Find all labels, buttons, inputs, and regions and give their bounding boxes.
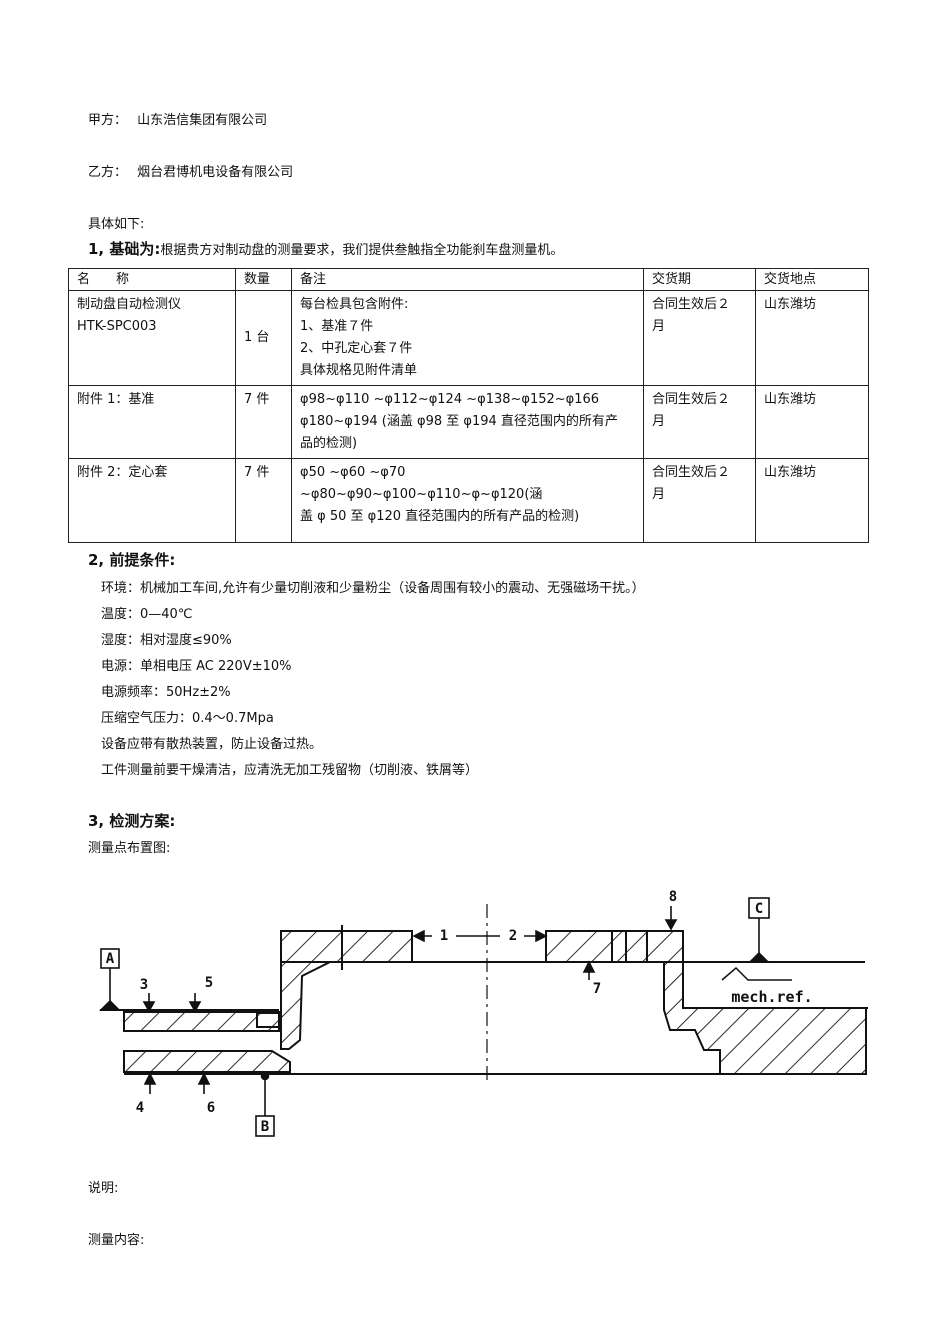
point-7-label: 7: [593, 981, 601, 997]
point-5-label: 5: [205, 975, 213, 991]
datum-c-label: C: [755, 901, 763, 917]
point-2-label: 2: [509, 928, 517, 944]
party-a: 甲方： 山东浩信集团有限公司: [88, 109, 267, 128]
table-row: 制动盘自动检测仪 HTK-SPC003 1 台 每台检具包含附件: 1、基准７件…: [68, 290, 869, 386]
header-delivery: 交货期: [643, 268, 756, 291]
cell-place: 山东潍坊: [755, 385, 869, 459]
part-outline: [100, 925, 868, 1075]
datum-b-label: B: [261, 1119, 269, 1135]
cell-name: 制动盘自动检测仪 HTK-SPC003: [68, 290, 236, 386]
content-label: 测量内容:: [88, 1233, 145, 1248]
mech-ref-label: mech.ref.: [731, 988, 812, 1006]
section2-title: 2, 前提条件:: [88, 551, 176, 569]
note-label: 说明:: [88, 1181, 119, 1196]
cell-name: 附件 1：基准: [68, 385, 236, 459]
party-b-name: 烟台君博机电设备有限公司: [137, 165, 294, 180]
datum-c-box: [748, 897, 770, 919]
condition-item: 环境：机械加工车间,允许有少量切削液和少量粉尘（设备周围有较小的震动、无强磁场干…: [101, 581, 645, 596]
section-hatching: [123, 930, 867, 1075]
point-4-label: 4: [136, 1100, 144, 1116]
intro-text: 具体如下:: [88, 217, 145, 232]
party-a-label: 甲方：: [88, 113, 128, 128]
header-note: 备注: [291, 268, 644, 291]
cell-delivery: 合同生效后２ 月: [643, 385, 756, 459]
datum-a-box: [100, 948, 120, 969]
cell-delivery: 合同生效后２ 月: [643, 290, 756, 386]
mech-ref-line: [721, 966, 792, 981]
dimension-arrow: [412, 929, 548, 943]
datum-leaders: [99, 918, 770, 1116]
condition-item: 电源：单相电压 AC 220V±10%: [101, 659, 292, 674]
party-b: 乙方： 烟台君博机电设备有限公司: [88, 161, 293, 180]
condition-item: 温度：0—40℃: [101, 607, 193, 622]
point-3-label: 3: [140, 977, 148, 993]
header-place: 交货地点: [755, 268, 869, 291]
section1-heading: 1, 基础为:根据贵方对制动盘的测量要求，我们提供叁触指全功能刹车盘测量机。: [88, 238, 563, 259]
point-1-label: 1: [440, 928, 448, 944]
section1-title: 1, 基础为:: [88, 240, 161, 258]
cell-note: 每台检具包含附件: 1、基准７件 2、中孔定心套７件 具体规格见附件清单: [291, 290, 644, 386]
condition-item: 电源频率：50Hz±2%: [101, 685, 231, 700]
cell-qty: 7 件: [235, 385, 292, 459]
cell-note: φ50 ~φ60 ~φ70 ~φ80~φ90~φ100~φ110~φ~φ120(…: [291, 458, 644, 543]
cell-note: φ98~φ110 ~φ112~φ124 ~φ138~φ152~φ166 φ180…: [291, 385, 644, 459]
section3-title: 3, 检测方案:: [88, 812, 176, 830]
condition-item: 湿度：相对湿度≤90%: [101, 633, 232, 648]
party-b-label: 乙方：: [88, 165, 128, 180]
point-arrows: [142, 906, 678, 1094]
cell-place: 山东潍坊: [755, 458, 869, 543]
cell-qty: 7 件: [235, 458, 292, 543]
condition-item: 工件测量前要干燥清洁，应清洗无加工残留物（切削液、铁屑等）: [101, 763, 479, 778]
condition-item: 设备应带有散热装置，防止设备过热。: [101, 737, 323, 752]
point-8-label: 8: [669, 889, 677, 905]
datum-b-box: [255, 1115, 275, 1137]
party-a-name: 山东浩信集团有限公司: [137, 113, 268, 128]
condition-item: 压缩空气压力：0.4～0.7Mpa: [101, 711, 274, 726]
cell-qty: 1 台: [235, 290, 292, 386]
cell-name: 附件 2：定心套: [68, 458, 236, 543]
header-name: 名 称: [68, 268, 236, 291]
point-6-label: 6: [207, 1100, 215, 1116]
section3-subtitle: 测量点布置图:: [88, 841, 171, 856]
spec-table: 名 称 数量 备注 交货期 交货地点 制动盘自动检测仪 HTK-SPC003 1…: [68, 268, 869, 543]
table-row: 附件 2：定心套 7 件 φ50 ~φ60 ~φ70 ~φ80~φ90~φ100…: [68, 458, 869, 543]
cell-delivery: 合同生效后２ 月: [643, 458, 756, 543]
section1-text: 根据贵方对制动盘的测量要求，我们提供叁触指全功能刹车盘测量机。: [160, 243, 564, 258]
datum-a-label: A: [106, 951, 115, 967]
header-qty: 数量: [235, 268, 292, 291]
cell-place: 山东潍坊: [755, 290, 869, 386]
table-header-row: 名 称 数量 备注 交货期 交货地点: [68, 268, 869, 291]
table-row: 附件 1：基准 7 件 φ98~φ110 ~φ112~φ124 ~φ138~φ1…: [68, 385, 869, 459]
